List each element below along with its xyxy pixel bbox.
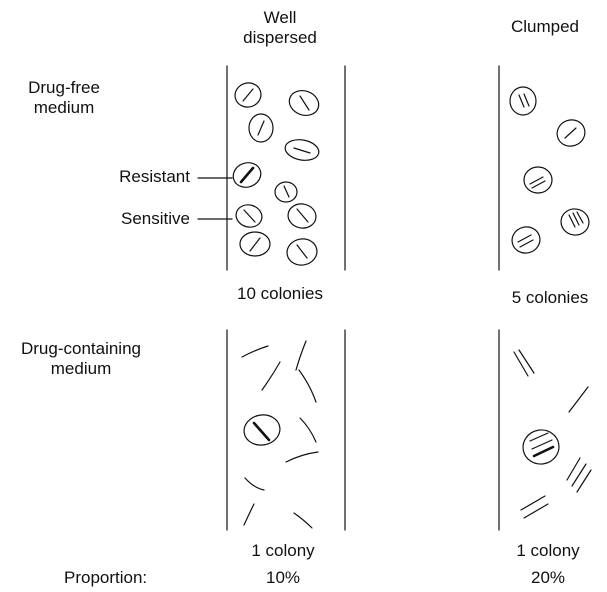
colony	[285, 237, 319, 268]
fragments-dispersed-drug	[242, 341, 318, 528]
fragment	[262, 362, 280, 390]
colonies-dispersed-free	[230, 80, 322, 267]
fragment	[294, 513, 312, 528]
colony	[284, 137, 321, 163]
fragments-clumped-drug	[514, 350, 591, 518]
fragment	[244, 504, 254, 525]
colony-resistant	[242, 412, 283, 448]
fragment	[299, 370, 316, 402]
fragment	[245, 478, 264, 490]
fragment	[519, 350, 534, 373]
colonies-clumped-free	[509, 87, 591, 256]
colony	[553, 116, 588, 150]
fragment	[514, 352, 528, 376]
fragment	[577, 470, 591, 492]
colony-resistant	[520, 427, 561, 467]
colony	[286, 87, 322, 120]
colony	[509, 224, 543, 256]
colony	[510, 87, 536, 115]
colony-resistant	[230, 159, 265, 191]
colony	[524, 167, 552, 193]
fragment	[296, 341, 306, 370]
fragment	[300, 418, 316, 442]
colony	[234, 202, 265, 230]
colony	[240, 232, 270, 256]
fragment	[286, 452, 318, 462]
fragment	[242, 346, 268, 357]
colony	[232, 80, 263, 110]
tube-dispersed-drug	[227, 330, 345, 530]
tube-dispersed-free	[227, 66, 345, 270]
colony	[275, 182, 297, 202]
colony	[559, 207, 591, 237]
colony	[249, 114, 273, 142]
colony	[286, 202, 318, 230]
fragment	[569, 387, 588, 412]
